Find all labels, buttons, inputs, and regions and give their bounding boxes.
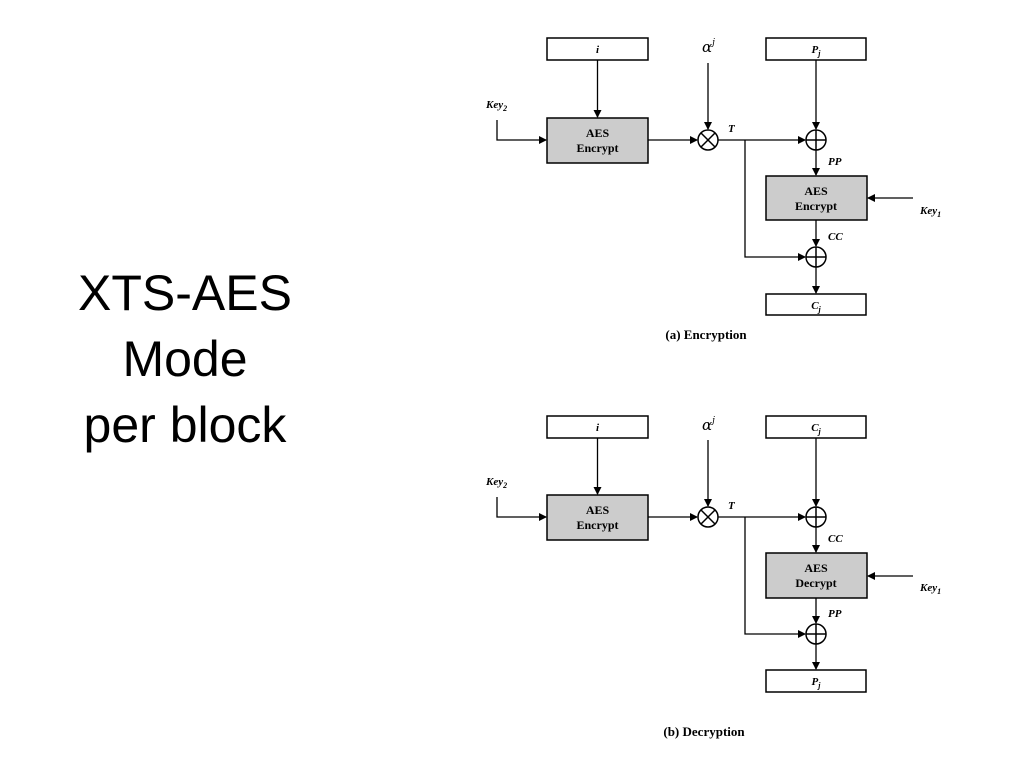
enc-aes-tweak-line1: AES bbox=[586, 126, 610, 140]
dec-output-box bbox=[765, 669, 867, 693]
dec-connectors bbox=[496, 438, 913, 670]
dec-key2-label: Key2 bbox=[485, 476, 507, 490]
title-line-1: XTS-AES bbox=[78, 265, 292, 321]
enc-key2-label: Key2 bbox=[485, 99, 507, 113]
dec-aes-main-line1: AES bbox=[804, 561, 828, 575]
dec-output-label: Pj bbox=[812, 676, 822, 690]
enc-key1-label: Key1 bbox=[919, 205, 941, 219]
dec-i-label: i bbox=[596, 422, 600, 434]
enc-xor-top-icon bbox=[805, 129, 827, 151]
enc-aes-tweak-line2: Encrypt bbox=[577, 141, 619, 155]
dec-aes-tweak-line1: AES bbox=[586, 503, 610, 517]
enc-input-label: Pj bbox=[812, 44, 822, 58]
enc-aes-main-line2: Encrypt bbox=[795, 199, 837, 213]
dec-aes-main-line2: Decrypt bbox=[795, 576, 836, 590]
dec-caption: (b) Decryption bbox=[663, 724, 745, 739]
dec-mid1-label: CC bbox=[828, 533, 843, 545]
dec-key1-label: Key1 bbox=[919, 582, 941, 596]
dec-aes-main-box bbox=[765, 552, 868, 599]
enc-alpha-label: αj bbox=[702, 38, 715, 56]
enc-caption: (a) Encryption bbox=[665, 327, 747, 342]
enc-connectors bbox=[496, 60, 913, 294]
enc-mid1-label: PP bbox=[828, 156, 842, 168]
dec-t-label: T bbox=[728, 500, 736, 512]
enc-aes-main-line1: AES bbox=[804, 184, 828, 198]
encryption-diagram: i Pj αj Key2 AES Encrypt T AES Encrypt K… bbox=[485, 37, 941, 342]
dec-xor-top-icon bbox=[805, 506, 827, 528]
dec-aes-tweak-line2: Encrypt bbox=[577, 518, 619, 532]
enc-multiply-icon bbox=[697, 129, 719, 151]
enc-output-label: Cj bbox=[811, 300, 821, 314]
title-line-2: Mode bbox=[122, 331, 248, 387]
enc-aes-tweak-box bbox=[546, 117, 649, 164]
enc-mid2-label: CC bbox=[828, 231, 843, 243]
enc-output-box bbox=[765, 293, 867, 316]
enc-t-label: T bbox=[728, 123, 736, 135]
dec-multiply-icon bbox=[697, 506, 719, 528]
dec-xor-bottom-icon bbox=[805, 623, 827, 645]
dec-mid2-label: PP bbox=[828, 608, 842, 620]
slide-title: XTS-AES Mode per block bbox=[40, 260, 330, 458]
dec-alpha-label: αj bbox=[702, 416, 715, 434]
title-line-3: per block bbox=[83, 397, 287, 453]
decryption-diagram: i Cj αj Key2 AES Encrypt T AES Decrypt K… bbox=[485, 415, 941, 739]
enc-xor-bottom-icon bbox=[805, 246, 827, 268]
enc-aes-main-box bbox=[765, 175, 868, 221]
dec-input-label: Cj bbox=[811, 422, 821, 436]
enc-i-label: i bbox=[596, 44, 600, 56]
dec-aes-tweak-box bbox=[546, 494, 649, 541]
